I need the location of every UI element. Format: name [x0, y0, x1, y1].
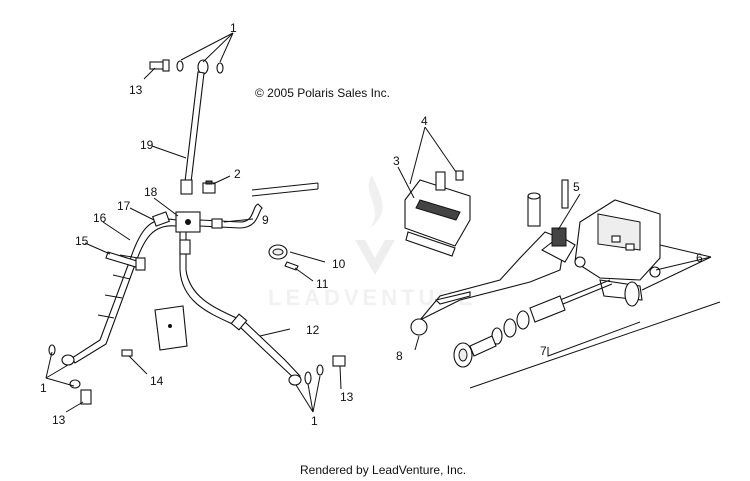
callout-13-right: 13: [340, 390, 354, 404]
callout-13-top: 13: [129, 83, 143, 97]
callout-6: 6: [696, 251, 703, 265]
copyright-text: © 2005 Polaris Sales Inc.: [255, 86, 390, 100]
callout-11: 11: [316, 277, 329, 291]
footer-credit: Rendered by LeadVenture, Inc.: [300, 463, 466, 477]
callout-4: 4: [421, 114, 428, 128]
banjo-bolt-top: [149, 59, 224, 75]
callout-16: 16: [93, 211, 107, 225]
callout-15: 15: [75, 234, 89, 248]
callout-10: 10: [332, 257, 346, 271]
callout-1-left: 1: [40, 381, 47, 395]
piston-assembly: [453, 279, 613, 368]
callout-18: 18: [144, 185, 158, 199]
callout-19: 19: [140, 138, 154, 152]
brake-line-19: [180, 71, 205, 195]
group-line-7: [469, 301, 721, 389]
callout-5: 5: [573, 180, 580, 194]
callout-1-top: 1: [230, 21, 237, 35]
lower-right-fittings: [288, 355, 346, 386]
callout-labels: 1 13 19 2 18 17 16 15 9 10 11 12 14 1 13…: [40, 21, 703, 428]
callout-9: 9: [262, 213, 269, 227]
callout-3: 3: [393, 154, 400, 168]
callout-7: 7: [540, 344, 547, 358]
callout-1-bottom: 1: [311, 414, 318, 428]
callout-17: 17: [117, 199, 131, 213]
brake-line-9: [199, 182, 319, 229]
reservoir-cap: [404, 170, 471, 257]
callout-2: 2: [234, 167, 241, 181]
callout-12: 12: [306, 323, 320, 337]
master-cylinder-body: [540, 199, 661, 307]
brake-line-15: [105, 251, 146, 271]
callout-8: 8: [396, 349, 403, 363]
leader-lines: [45, 32, 712, 413]
brake-line-16-17: [71, 211, 177, 364]
callout-14: 14: [150, 374, 164, 388]
lower-left-fittings: [48, 344, 92, 405]
brake-line-assembly: [48, 59, 346, 405]
mounting-bracket: [121, 305, 188, 357]
callout-13-left: 13: [52, 413, 66, 427]
hose-clamp: [268, 244, 299, 271]
pressure-switch: [202, 180, 216, 194]
master-cylinder-assembly: [404, 170, 721, 389]
junction-block: [175, 211, 201, 233]
